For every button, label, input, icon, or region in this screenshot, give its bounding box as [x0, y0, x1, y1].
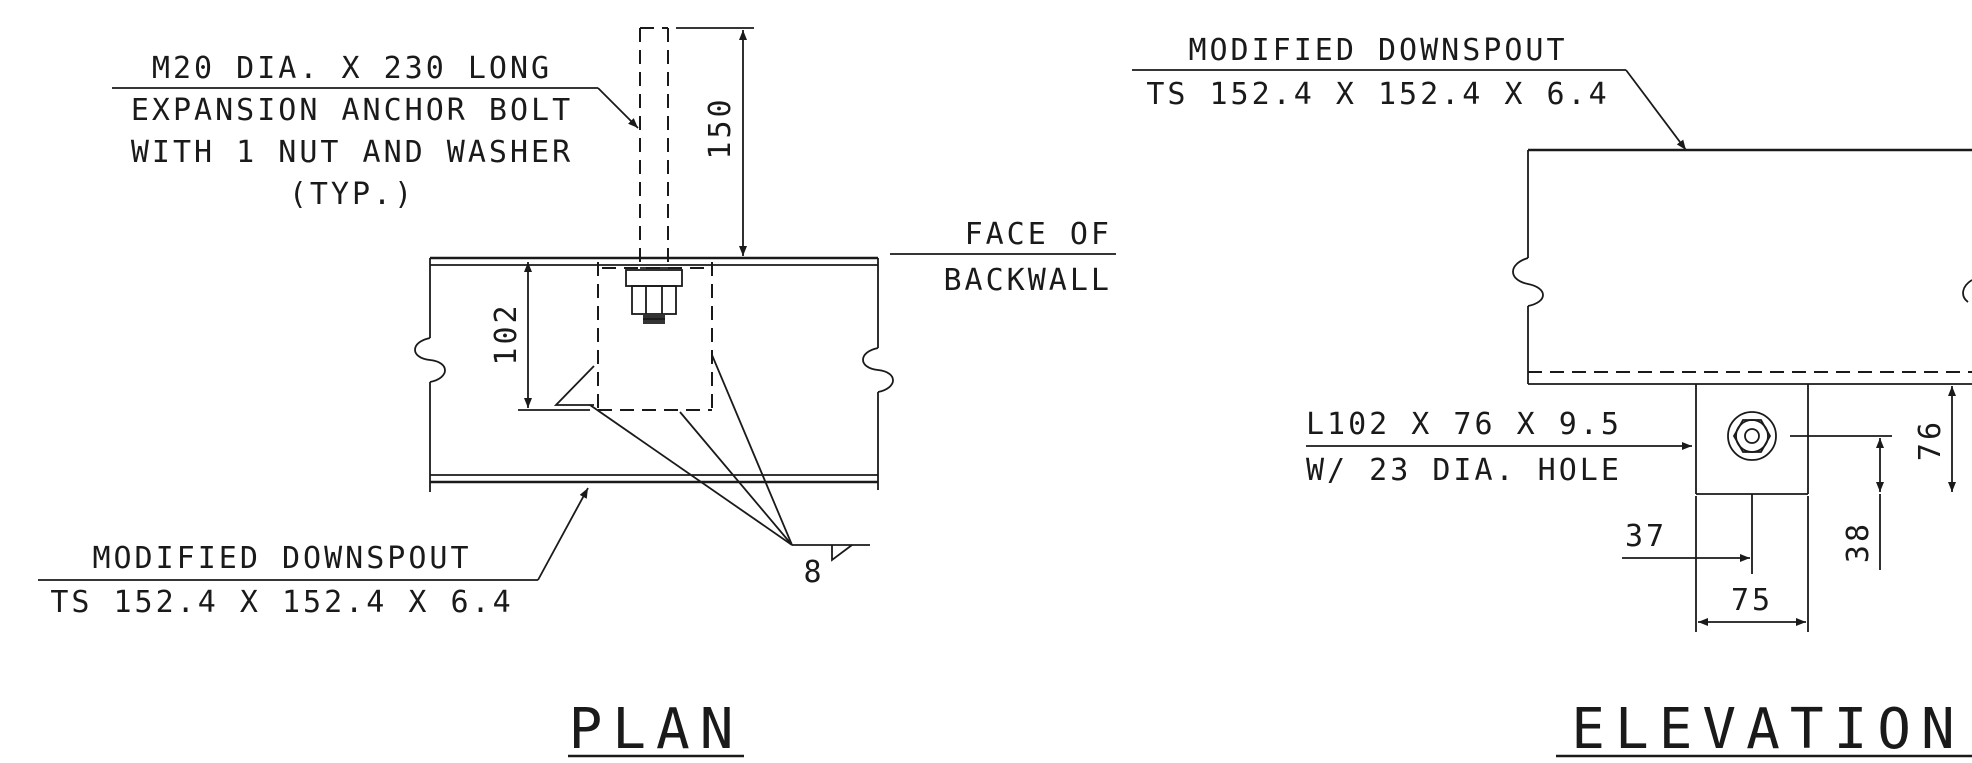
elevation-downspout	[1512, 148, 1972, 385]
plan-downspout-leader: MODIFIED DOWNSPOUT TS 152.4 X 152.4 X 6.…	[38, 487, 589, 620]
plan-weld-callout: 8	[553, 354, 870, 590]
plan-downspout-note-line-2: TS 152.4 X 152.4 X 6.4	[50, 585, 513, 620]
elevation-dim-38-label: 38	[1841, 521, 1876, 563]
plan-bolt-note-line-1: M20 DIA. X 230 LONG	[152, 51, 552, 86]
elevation-dim-37-label: 37	[1625, 519, 1667, 554]
plan-downspout-note-line-1: MODIFIED DOWNSPOUT	[92, 541, 471, 576]
plan-dim-150-label: 150	[703, 96, 738, 159]
plan-dim-150: 150	[676, 27, 754, 256]
elevation-angle-note-line-1: L102 X 76 X 9.5	[1306, 407, 1622, 442]
plan-face-note-line-1: FACE OF	[965, 217, 1112, 252]
plan-dim-102-label: 102	[489, 302, 524, 365]
elevation-title: ELEVATION	[1571, 697, 1964, 762]
elevation-dim-37: 37	[1622, 494, 1753, 574]
plan-bolt-note-line-2: EXPANSION ANCHOR BOLT	[131, 93, 573, 128]
elevation-downspout-note-line-1: MODIFIED DOWNSPOUT	[1188, 33, 1567, 68]
plan-bolt-leader: M20 DIA. X 230 LONG EXPANSION ANCHOR BOL…	[112, 51, 639, 212]
elevation-angle-plate	[1695, 384, 1809, 495]
elevation-dim-38: 38	[1790, 435, 1892, 570]
elevation-dim-76: 76	[1913, 386, 1956, 492]
plan-view: M20 DIA. X 230 LONG EXPANSION ANCHOR BOL…	[38, 27, 1116, 762]
plan-bolt-note-line-3: WITH 1 NUT AND WASHER	[131, 135, 573, 170]
plan-title: PLAN	[569, 697, 744, 762]
elevation-dim-75-label: 75	[1731, 583, 1773, 618]
plan-dim-102: 102	[489, 262, 590, 411]
elevation-angle-note-line-2: W/ 23 DIA. HOLE	[1306, 453, 1622, 488]
plan-angle-plate	[597, 262, 713, 411]
plan-weld-size: 8	[803, 555, 824, 590]
plan-downspout-section	[414, 256, 894, 492]
plan-bolt-note-line-4: (TYP.)	[289, 177, 415, 212]
plan-face-note: FACE OF BACKWALL	[890, 217, 1116, 298]
elevation-dim-75: 75	[1695, 496, 1809, 632]
plan-nut-washer	[625, 269, 683, 324]
elevation-dim-76-label: 76	[1913, 419, 1948, 461]
elevation-view: MODIFIED DOWNSPOUT TS 152.4 X 152.4 X 6.…	[1132, 33, 1972, 762]
plan-anchor-bolt	[639, 27, 669, 269]
elevation-downspout-note-line-2: TS 152.4 X 152.4 X 6.4	[1146, 77, 1609, 112]
elevation-angle-leader: L102 X 76 X 9.5 W/ 23 DIA. HOLE	[1306, 407, 1692, 488]
elevation-downspout-leader: MODIFIED DOWNSPOUT TS 152.4 X 152.4 X 6.…	[1132, 33, 1687, 151]
plan-face-note-line-2: BACKWALL	[944, 263, 1113, 298]
